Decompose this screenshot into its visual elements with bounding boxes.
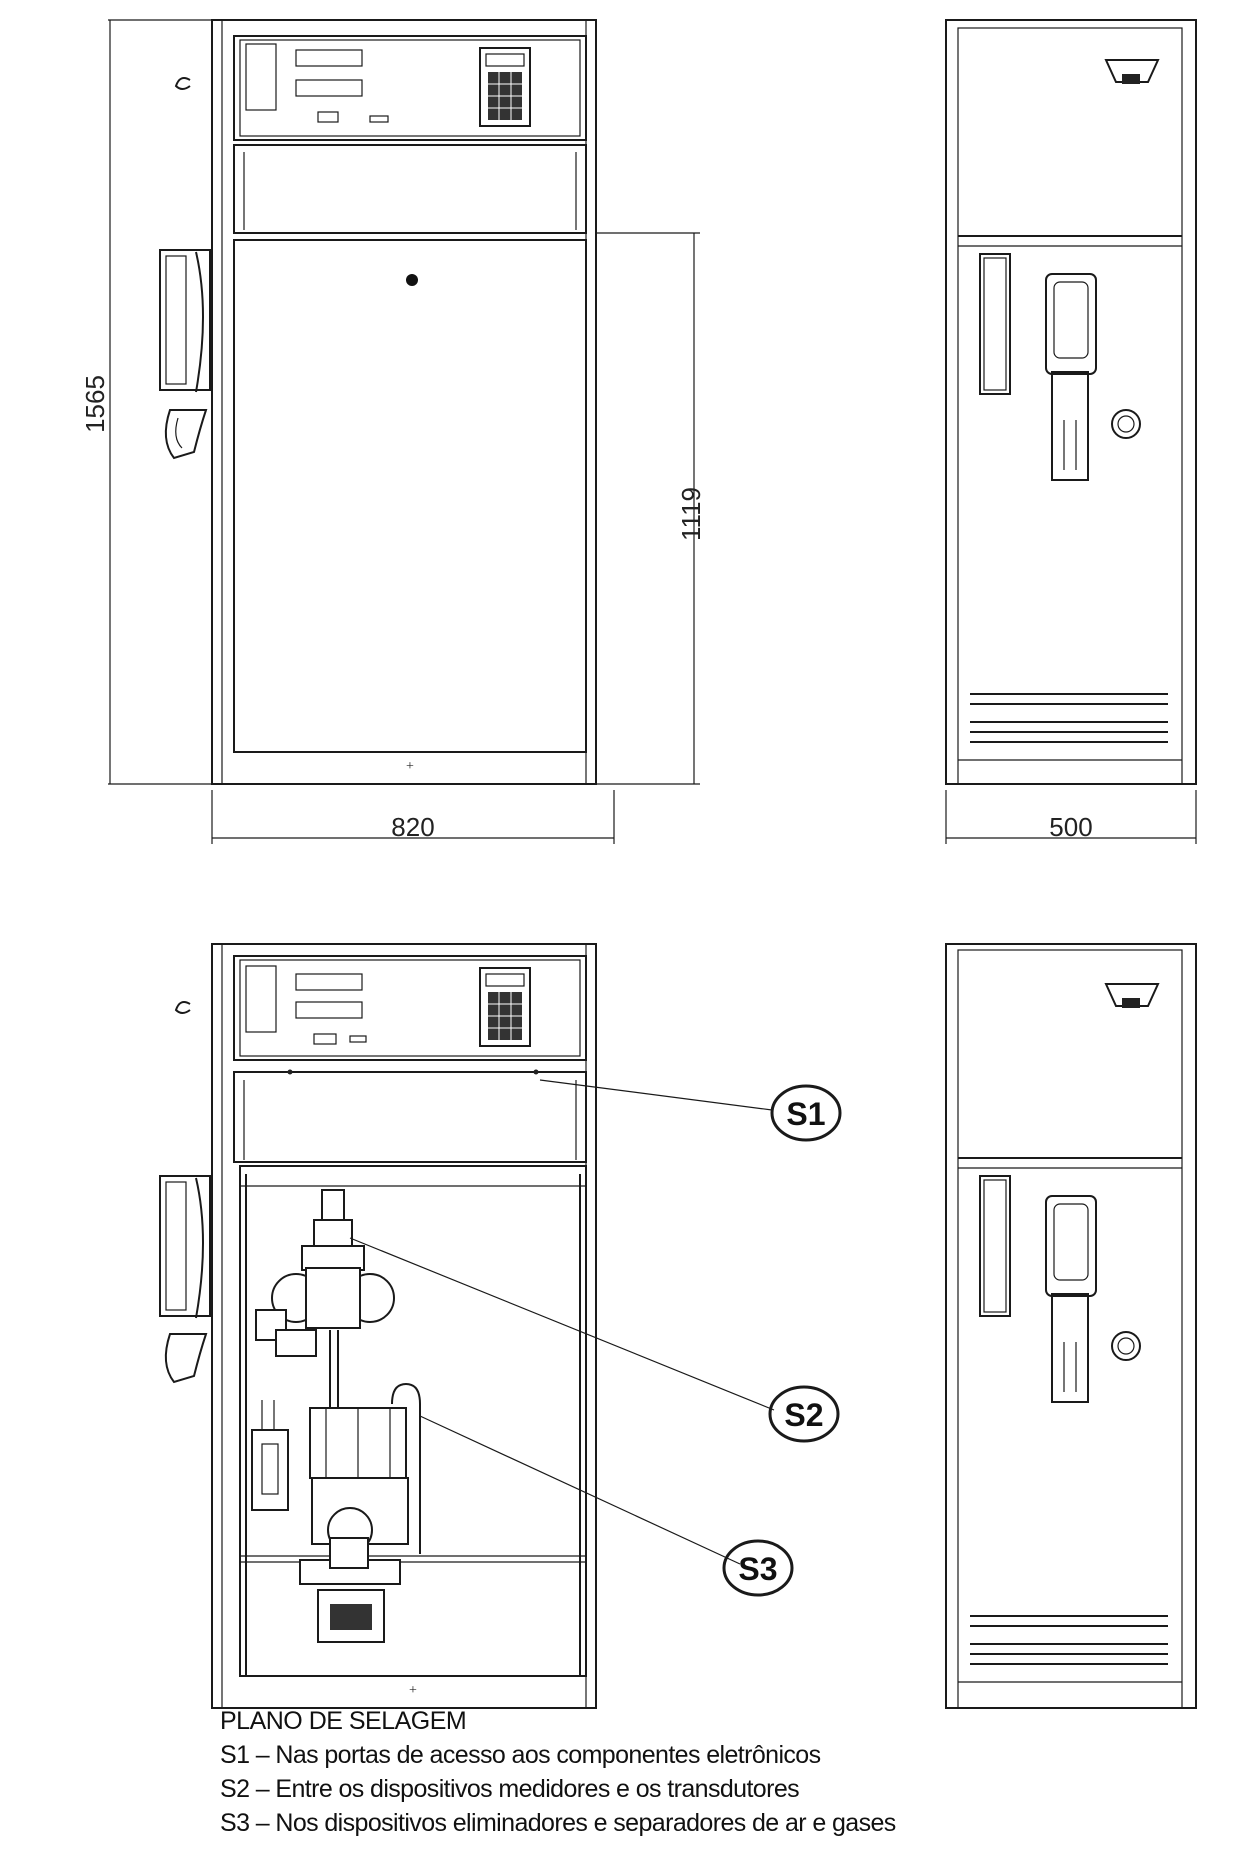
nozzle-icon — [1045, 1195, 1097, 1403]
leader-line-s1 — [539, 1079, 773, 1111]
dimension-height-door: 1119 — [676, 487, 706, 541]
seal-callout-s2: S2 — [768, 1385, 840, 1443]
side-head-icon — [1104, 59, 1160, 84]
leader-line-s3 — [419, 1415, 741, 1565]
seal-callout-s3: S3 — [722, 1539, 794, 1597]
nozzle-holster-icon — [159, 1001, 211, 1384]
seal-callout-s1: S1 — [770, 1084, 842, 1142]
svg-text:+: + — [406, 759, 414, 774]
meter-assembly — [255, 1189, 395, 1410]
legend-item-s2: S2 – Entre os dispositivos medidores e o… — [220, 1775, 800, 1803]
pump-separator-assembly — [299, 1382, 421, 1643]
seal-label-s2: S2 — [784, 1397, 823, 1433]
side-view-open — [945, 943, 1197, 1709]
dimension-height-total: 1565 — [80, 375, 110, 433]
legend-item-s3: S3 – Nos dispositivos eliminadores e sep… — [220, 1809, 896, 1837]
legend-item-s1: S1 – Nas portas de acesso aos componente… — [220, 1741, 821, 1769]
dimension-width-front: 820 — [391, 812, 434, 842]
legend-title: PLANO DE SELAGEM — [220, 1707, 467, 1735]
leader-line-s2 — [349, 1237, 775, 1411]
sealing-plan-legend: PLANO DE SELAGEM S1 – Nas portas de aces… — [220, 1704, 1220, 1840]
nozzle-holster-icon — [159, 77, 211, 460]
side-head-icon — [1104, 983, 1160, 1008]
vent-grille — [970, 693, 1168, 743]
hose-holder-icon — [979, 1175, 1011, 1317]
side-lock-icon — [1111, 409, 1141, 439]
hose-holder-icon — [979, 253, 1011, 395]
front-view-closed: + 1565 1119 820 — [80, 19, 706, 844]
junction-box — [251, 1400, 289, 1511]
front-view-open: + — [159, 943, 842, 1709]
keypad-icon — [479, 967, 531, 1047]
svg-text:+: + — [409, 1683, 417, 1698]
display-window-1 — [295, 49, 363, 67]
nozzle-icon — [1045, 273, 1097, 481]
seal-label-s3: S3 — [738, 1551, 777, 1587]
display-window-2 — [295, 79, 363, 97]
door-lock-icon — [406, 274, 418, 286]
side-lock-icon — [1111, 1331, 1141, 1361]
seal-label-s1: S1 — [786, 1096, 825, 1132]
keypad-icon — [479, 47, 531, 127]
dimension-width-side: 500 — [1049, 812, 1092, 842]
side-view-closed: 500 — [945, 19, 1197, 844]
vent-grille — [970, 1615, 1168, 1665]
